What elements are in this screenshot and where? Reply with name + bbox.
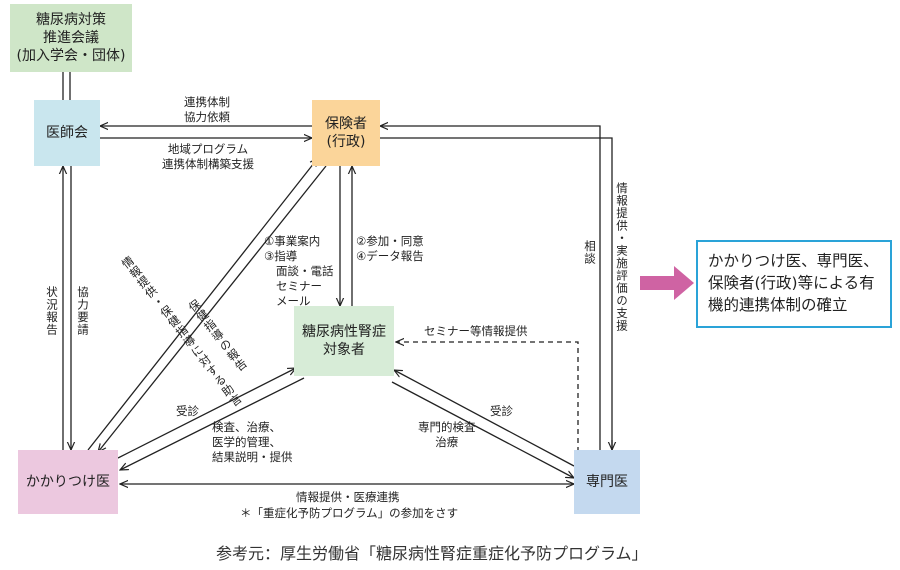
goal-line-1: かかりつけ医、専門医、	[708, 252, 879, 270]
label-consultation: 相談	[583, 240, 597, 265]
label-assoc-insurer-bottom: 地域プログラム 連携体制構築支援	[162, 142, 254, 171]
node-medical-association: 医師会	[34, 100, 100, 166]
node-gp: かかりつけ医	[18, 450, 118, 514]
node-council: 糖尿病対策 推進会議 (加入学会・団体)	[10, 4, 132, 72]
label-insurer-target-left: ①事業案内 ③指導 面談・電話 セミナー メール	[264, 234, 334, 308]
council-line-2: 推進会議	[43, 30, 99, 46]
goal-box: かかりつけ医、専門医、 保険者(行政)等による有 機的連携体制の確立	[696, 240, 892, 328]
specialist-to-target-dashed-arrow	[396, 342, 579, 452]
label-specialist-care: 専門的検査 治療	[418, 420, 476, 449]
label-insurer-target-right: ②参加・同意 ④データ報告	[356, 234, 424, 263]
council-line-3: (加入学会・団体)	[16, 48, 126, 64]
specialist-to-insurer-arrow	[380, 126, 601, 450]
label-gp-visit: 受診	[176, 404, 199, 418]
label-status-report: 状況報告	[45, 286, 59, 336]
label-gp-care: 検査、治療、 医学的管理、 結果説明・提供	[212, 420, 293, 464]
label-specialist-visit: 受診	[490, 404, 513, 418]
specialist-to-target-arrow	[394, 370, 575, 467]
label-assoc-insurer-top: 連携体制 協力依頼	[184, 95, 230, 124]
node-specialist: 専門医	[574, 450, 640, 514]
target-to-specialist-arrow	[391, 381, 574, 478]
goal-line-3: 機的連携体制の確立	[708, 296, 848, 314]
gp-label: かかりつけ医	[25, 474, 111, 490]
specialist-label: 専門医	[586, 474, 628, 490]
label-seminar-info: セミナー等情報提供	[424, 324, 528, 338]
goal-arrow	[640, 266, 694, 300]
insurer-line-1: 保険者	[325, 116, 367, 132]
target-line-2: 対象者	[323, 342, 365, 358]
label-cooperation-request: 協力要請	[76, 286, 90, 336]
gp-to-insurer-arrow	[87, 158, 318, 451]
label-gp-specialist: 情報提供・医療連携	[296, 490, 400, 504]
footnote: ＊「重症化予防プログラム」の参加をさす	[240, 506, 459, 520]
source-caption: 参考元：厚生労働省「糖尿病性腎症重症化予防プログラム」	[216, 544, 648, 563]
insurer-to-gp-arrow	[98, 165, 327, 452]
insurer-line-2: (行政)	[326, 134, 366, 150]
target-line-1: 糖尿病性腎症	[302, 324, 386, 340]
goal-line-2: 保険者(行政)等による有	[708, 274, 875, 292]
label-info-evaluation-support: 情報提供・実施評価の支援	[615, 182, 629, 332]
target-to-gp-arrow	[120, 377, 305, 470]
gp-to-target-arrow	[117, 368, 296, 459]
medical-association-label: 医師会	[46, 125, 88, 141]
insurer-to-specialist-arrow	[380, 137, 613, 450]
node-insurer: 保険者 (行政)	[312, 100, 380, 166]
council-line-1: 糖尿病対策	[36, 12, 106, 28]
node-target: 糖尿病性腎症 対象者	[294, 306, 394, 376]
